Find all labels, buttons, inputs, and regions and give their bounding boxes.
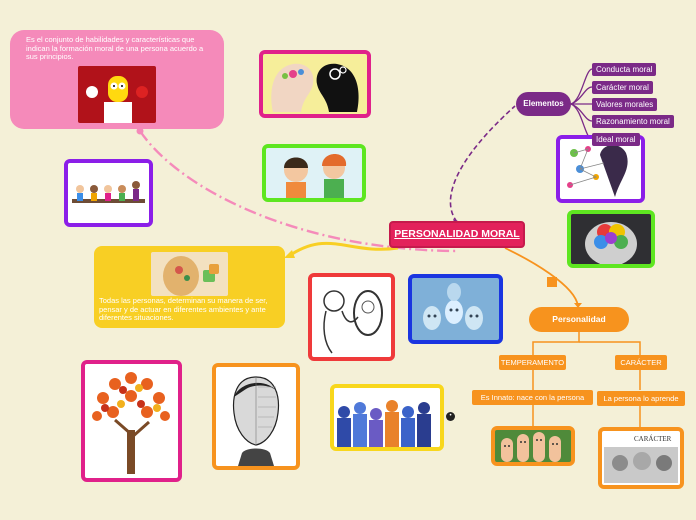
two-heads-image [259, 50, 371, 118]
elementos-node[interactable]: Elementos [516, 92, 571, 116]
caracter-node[interactable]: CARÁCTER [615, 355, 667, 370]
crowd-image [330, 384, 444, 451]
globe-icon[interactable]: • [446, 412, 455, 421]
elementos-item-ideal[interactable]: Ideal moral [592, 133, 640, 146]
definition-text: Es el conjunto de habilidades y caracter… [26, 35, 204, 61]
caracter-image-caption: CARÁCTER [634, 435, 672, 443]
temperamento-node[interactable]: TEMPERAMENTO [499, 355, 566, 370]
finger-faces-image [491, 426, 575, 466]
mirror-image [308, 273, 395, 361]
elementos-item-valores[interactable]: Valores morales [592, 98, 658, 111]
description-note: Todas las personas, determinan su manera… [94, 246, 285, 328]
temperamento-detail[interactable]: Es Innato: nace con la persona [472, 390, 593, 405]
description-text: Todas las personas, determinan su manera… [99, 296, 268, 322]
value-tree-image [81, 360, 182, 482]
homer-image [78, 66, 156, 123]
elementos-item-conducta[interactable]: Conducta moral [592, 63, 657, 76]
text-face-image [212, 363, 300, 470]
personalidad-node[interactable]: Personalidad [529, 307, 629, 332]
central-topic[interactable]: PERSONALIDAD MORAL [389, 221, 525, 248]
team-image [64, 159, 153, 227]
caracter-detail[interactable]: La persona lo aprende [597, 391, 685, 406]
brain-face-image [151, 252, 228, 296]
girls-image [262, 144, 366, 202]
elementos-item-razonamiento[interactable]: Razonamiento moral [592, 115, 674, 128]
colorful-brain-image [567, 210, 655, 268]
caracter-image: CARÁCTER [598, 427, 684, 489]
definition-note: Es el conjunto de habilidades y caracter… [10, 30, 224, 129]
masks-image [408, 274, 503, 344]
elementos-item-caracter[interactable]: Carácter moral [592, 81, 653, 94]
